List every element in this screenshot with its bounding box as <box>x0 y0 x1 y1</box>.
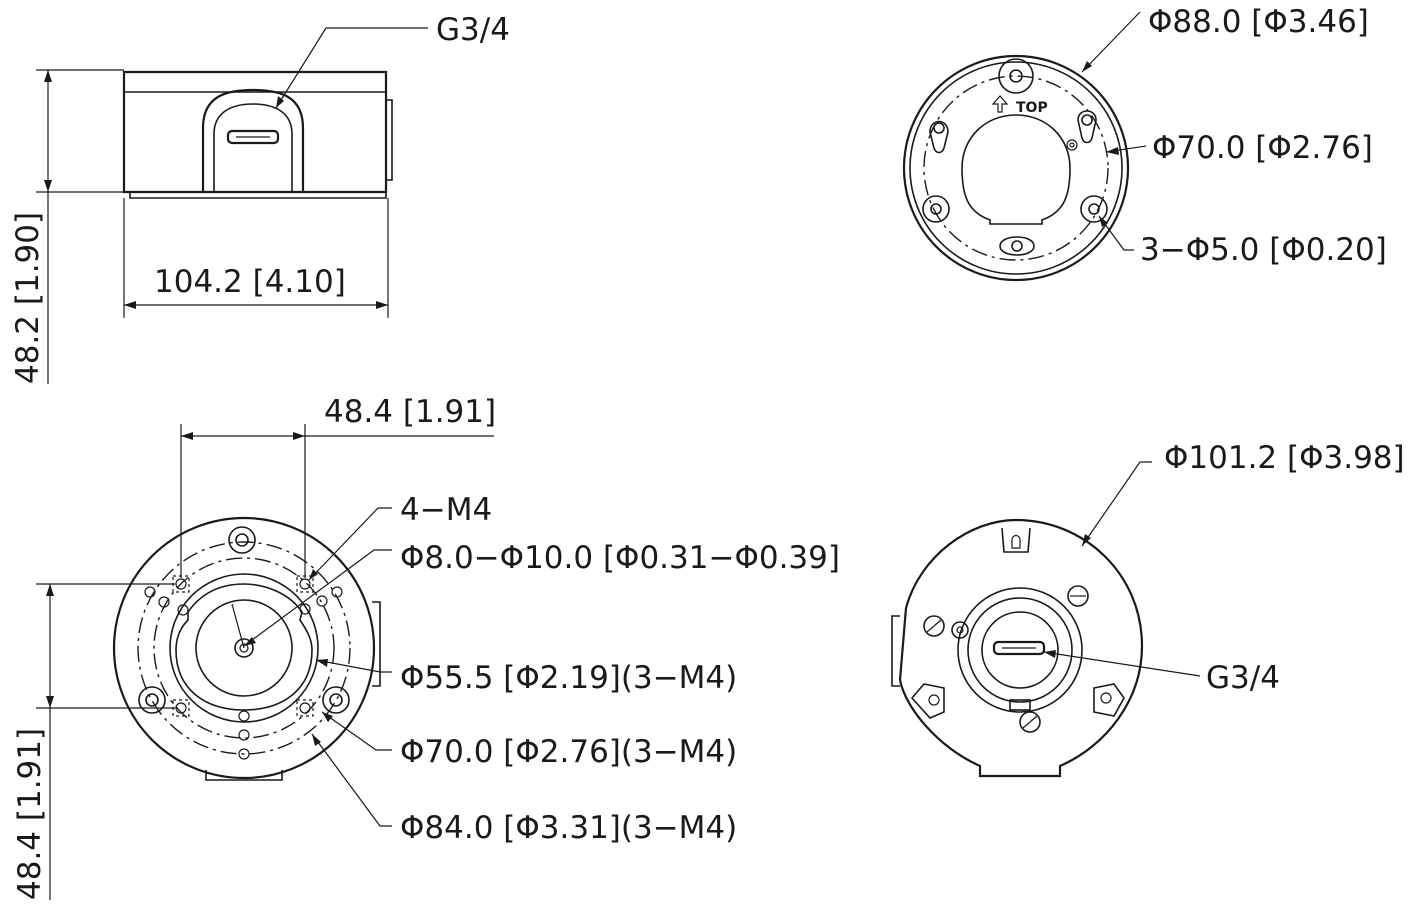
label-g34-bot: G3/4 <box>1206 660 1280 696</box>
mount-plate-view <box>902 11 1147 282</box>
label-spacing-h: 48.4 [1.91] <box>324 394 496 430</box>
label-d1012: Φ101.2 [Φ3.98] <box>1164 440 1405 476</box>
label-cable: Φ8.0−Φ10.0 [Φ0.31−Φ0.39] <box>400 540 840 576</box>
label-top-mark: TOP <box>1016 100 1048 116</box>
label-d84: Φ84.0 [Φ3.31](3−M4) <box>400 810 737 846</box>
label-d70-bot: Φ70.0 [Φ2.76](3−M4) <box>400 734 737 770</box>
label-d88: Φ88.0 [Φ3.46] <box>1148 4 1369 40</box>
label-g34-top: G3/4 <box>436 12 510 48</box>
label-width: 104.2 [4.10] <box>154 264 346 300</box>
label-height: 48.2 [1.90] <box>10 212 46 384</box>
back-view <box>891 461 1201 778</box>
side-view <box>36 27 428 384</box>
base-view <box>36 424 494 900</box>
label-d555: Φ55.5 [Φ2.19](3−M4) <box>400 660 737 696</box>
label-spacing-v: 48.4 [1.91] <box>12 728 48 900</box>
label-holes: 3−Φ5.0 [Φ0.20] <box>1140 232 1387 268</box>
label-d70-top: Φ70.0 [Φ2.76] <box>1152 130 1373 166</box>
label-m4: 4−M4 <box>400 492 492 528</box>
